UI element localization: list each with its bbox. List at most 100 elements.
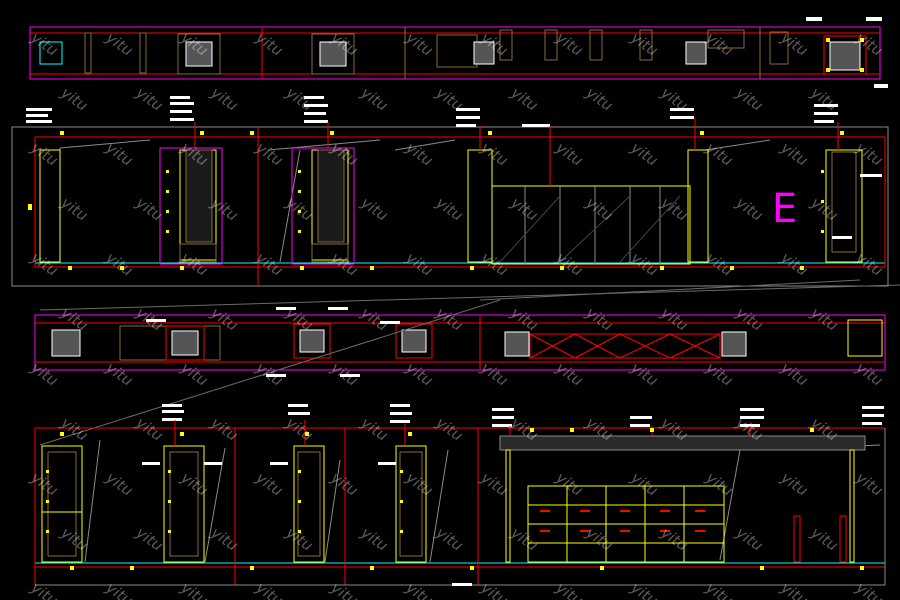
watermark-text: yitu (282, 413, 316, 445)
watermark-text: yitu (657, 303, 691, 335)
elevation-marker: E (772, 186, 797, 232)
watermark-text: yitu (207, 83, 241, 115)
watermark-text: yitu (57, 413, 91, 445)
watermark-text: yitu (702, 138, 736, 170)
plan-column-1 (39, 41, 63, 65)
watermark-text: yitu (432, 303, 466, 335)
watermark-text: yitu (477, 248, 511, 280)
watermark-text: yitu (732, 523, 766, 555)
watermark-text: yitu (102, 248, 136, 280)
watermark-text: yitu (177, 248, 211, 280)
watermark-text: yitu (507, 523, 541, 555)
watermark-text: yitu (627, 468, 661, 500)
watermark-text: yitu (102, 138, 136, 170)
watermark-text: yitu (207, 413, 241, 445)
watermark-text: yitu (852, 358, 886, 390)
watermark-text: yitu (132, 83, 166, 115)
watermark-text: yitu (477, 358, 511, 390)
watermark-text: yitu (552, 138, 586, 170)
column-elevation-1 (159, 147, 223, 265)
watermark-text: yitu (357, 303, 391, 335)
plan-strip-top (29, 17, 888, 88)
watermark-text: yitu (327, 248, 361, 280)
watermark-text: yitu (777, 248, 811, 280)
column-elevation-4 (41, 445, 83, 563)
watermark-text: yitu (102, 578, 136, 600)
watermark-text: yitu (702, 578, 736, 600)
watermark-text: yitu (552, 248, 586, 280)
watermark-text: yitu (357, 83, 391, 115)
watermark-text: yitu (132, 193, 166, 225)
plan-column-4 (823, 35, 867, 75)
watermark-text: yitu (357, 523, 391, 555)
watermark-text: yitu (357, 193, 391, 225)
watermark-text: yitu (582, 193, 616, 225)
watermark-text: yitu (57, 83, 91, 115)
watermark-text: yitu (27, 468, 61, 500)
watermark-text: yitu (207, 523, 241, 555)
watermark-text: yitu (582, 523, 616, 555)
watermark-text: yitu (432, 523, 466, 555)
glass-partition (491, 185, 691, 265)
watermark-text: yitu (102, 468, 136, 500)
watermark-text: yitu (357, 413, 391, 445)
watermark-text: yitu (57, 193, 91, 225)
watermark-text: yitu (507, 193, 541, 225)
watermark-text: yitu (252, 578, 286, 600)
watermark-text: yitu (177, 358, 211, 390)
watermark-text: yitu (582, 303, 616, 335)
watermark-text: yitu (777, 578, 811, 600)
watermark-text: yitu (582, 83, 616, 115)
watermark-text: yitu (177, 578, 211, 600)
plan-column-8 (395, 323, 433, 359)
watermark-text: yitu (552, 468, 586, 500)
watermark-text: yitu (807, 303, 841, 335)
projection-lines (39, 279, 900, 446)
watermark-text: yitu (207, 303, 241, 335)
elevation-upper: E (11, 96, 889, 287)
watermark-text: yitu (807, 523, 841, 555)
watermark-text: yitu (552, 578, 586, 600)
display-cabinet (499, 435, 866, 563)
watermark-text: yitu (702, 358, 736, 390)
watermark-text: yitu (657, 523, 691, 555)
watermark-text: yitu (477, 138, 511, 170)
watermark-text: yitu (777, 358, 811, 390)
column-elevation-7 (395, 445, 427, 563)
plan-strip-middle (34, 307, 886, 377)
watermark-text: yitu (27, 248, 61, 280)
watermark-text: yitu (807, 83, 841, 115)
watermark-text: yitu (252, 358, 286, 390)
watermark-text: yitu (852, 248, 886, 280)
watermark-text: yitu (252, 468, 286, 500)
watermark-text: yitu (102, 358, 136, 390)
column-elevation-6 (293, 445, 325, 563)
watermark-text: yitu (432, 193, 466, 225)
watermark-text: yitu (627, 358, 661, 390)
watermark-text: yitu (402, 468, 436, 500)
plan-column-5 (51, 329, 81, 357)
watermark-text: yitu (627, 578, 661, 600)
watermark-text: yitu (132, 303, 166, 335)
watermark-text: yitu (27, 358, 61, 390)
watermark-text: yitu (777, 138, 811, 170)
column-elevation-2 (291, 147, 355, 265)
watermark-text: yitu (507, 303, 541, 335)
watermark-text: yitu (132, 523, 166, 555)
watermark-text: yitu (627, 248, 661, 280)
watermark-text: yitu (507, 83, 541, 115)
watermark-text: yitu (477, 578, 511, 600)
watermark-text: yitu (402, 248, 436, 280)
watermark-text: yitu (852, 578, 886, 600)
plan-column-6 (165, 325, 205, 361)
watermark-text: yitu (282, 83, 316, 115)
watermark-text: yitu (702, 468, 736, 500)
watermark-text: yitu (852, 468, 886, 500)
watermark-text: yitu (552, 358, 586, 390)
plan-column-3 (311, 33, 355, 75)
watermark-text: yitu (327, 578, 361, 600)
watermark-text: yitu (732, 303, 766, 335)
plan-column-2 (177, 33, 221, 75)
watermark-text: yitu (777, 468, 811, 500)
